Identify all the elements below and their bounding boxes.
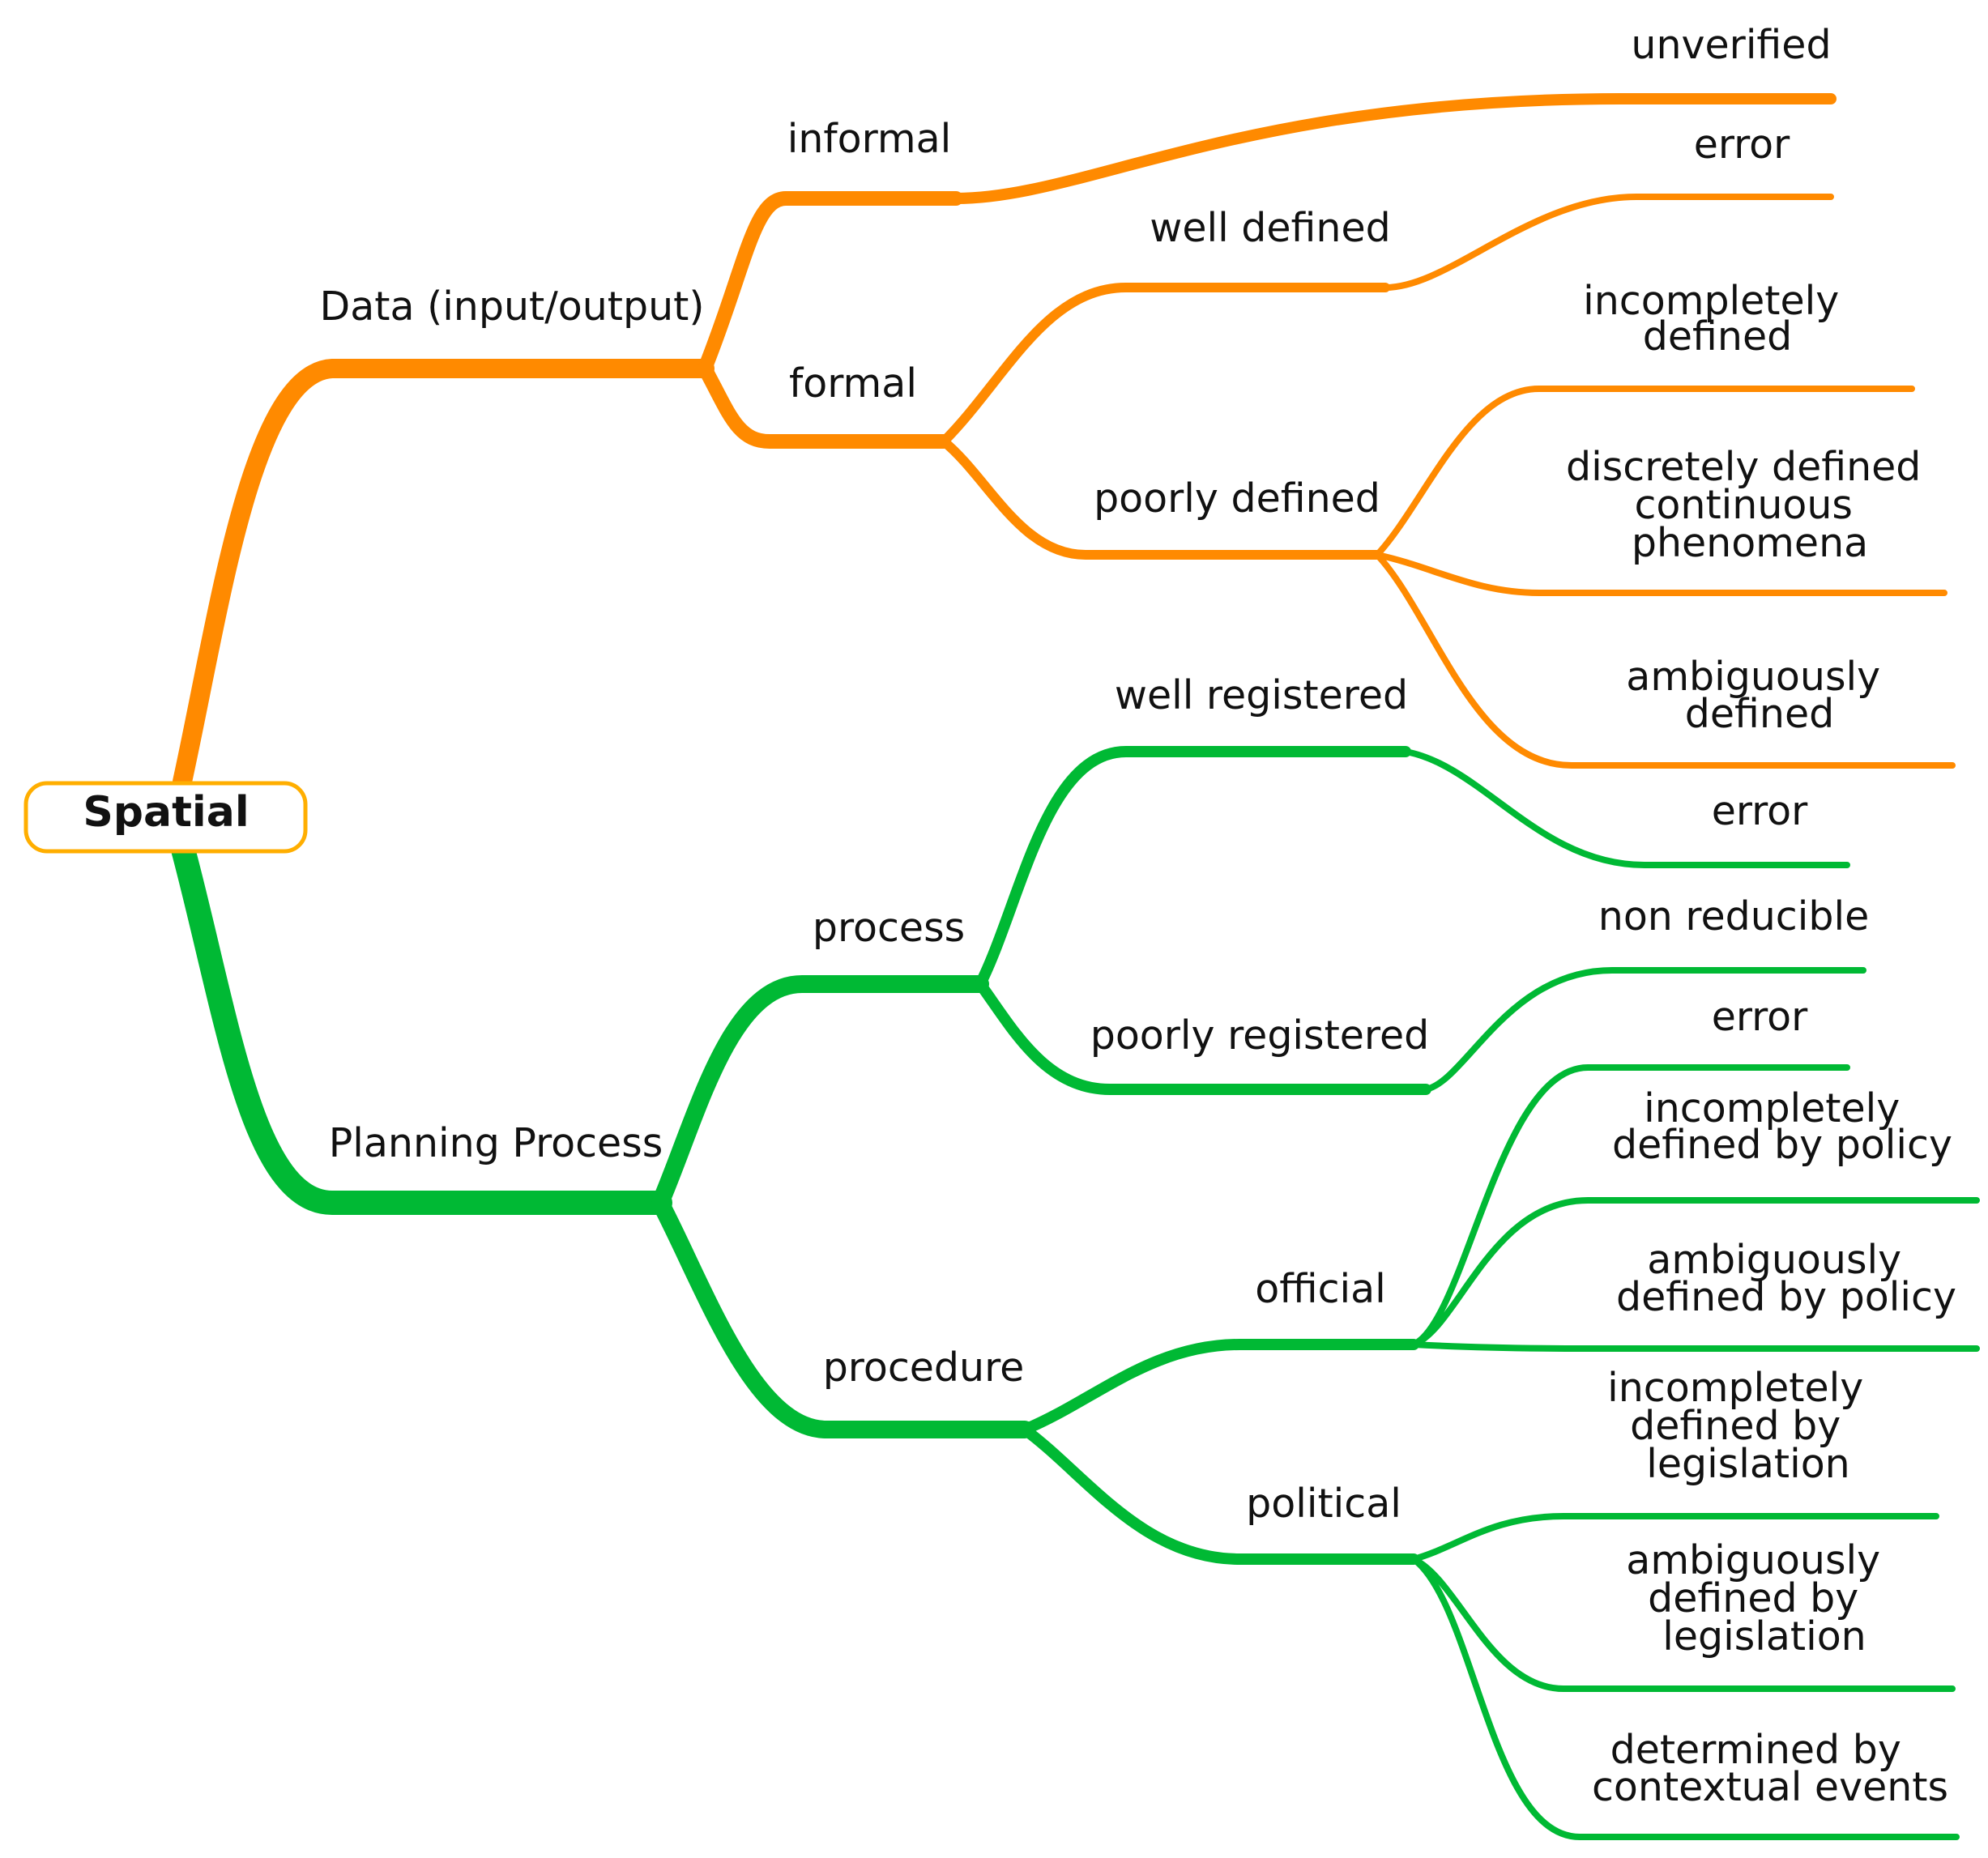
connector-planning-to-procedure [651, 1194, 1034, 1438]
data-input-output-label: Data (input/output) [320, 283, 705, 330]
connector-well-defined-to-error [1382, 194, 1834, 291]
well-defined-label: well defined [1150, 205, 1390, 251]
connector-poorly-to-incompletely [1374, 386, 1915, 558]
non-reducible-label: non reducible [1598, 893, 1869, 940]
planning-branch-connectors [170, 746, 1980, 1840]
ambiguously-policy-label: ambiguously defined by policy [1616, 1237, 1956, 1320]
connector-formal-to-well-defined [939, 283, 1390, 446]
data-branch-connectors [173, 93, 1956, 791]
connector-formal-to-poorly-defined [939, 437, 1382, 560]
political-label: political [1246, 1481, 1401, 1527]
error-label-well-defined: error [1694, 121, 1790, 168]
planning-branch-labels: Planning Process process well registered… [329, 672, 1956, 1810]
connector-poorly-registered-to-non-reducible [1423, 967, 1866, 1093]
connector-political-to-incompletely-legislation [1410, 1513, 1939, 1562]
connector-official-to-below [1410, 1341, 1980, 1352]
connector-planning-to-process [651, 975, 989, 1212]
official-label: official [1255, 1266, 1386, 1312]
connector-poorly-to-ambiguously [1374, 552, 1956, 769]
connector-process-to-poorly-registered [975, 978, 1431, 1095]
poorly-defined-label: poorly defined [1094, 475, 1380, 522]
root-node-label: Spatial [83, 788, 249, 837]
connector-political-to-ambiguously-legislation [1410, 1556, 1956, 1692]
incompletely-defined-label: incompletely defined [1583, 278, 1852, 360]
connector-procedure-to-official [1019, 1339, 1419, 1435]
unverified-label: unverified [1631, 22, 1831, 68]
data-branch-labels: Data (input/output) informal unverified … [320, 22, 1934, 737]
contextual-events-label: determined by contextual events [1592, 1727, 1948, 1810]
connector-official-to-incompletely-policy [1410, 1064, 1850, 1348]
connector-data-to-informal [698, 191, 963, 376]
formal-label: formal [789, 360, 917, 407]
root-node[interactable]: Spatial [23, 781, 308, 854]
procedure-label: procedure [823, 1344, 1025, 1391]
ambiguously-defined-label: ambiguously defined [1626, 654, 1892, 737]
connector-informal-to-unverified [950, 93, 1837, 204]
discretely-defined-label: discretely defined continuous phenomena [1566, 444, 1934, 566]
incompletely-legislation-label: incompletely defined by legislation [1607, 1365, 1876, 1487]
connector-root-to-planning [170, 834, 672, 1215]
error-label-well-registered: error [1712, 788, 1808, 834]
connector-process-to-well-registered [975, 746, 1411, 990]
ambiguously-legislation-label: ambiguously defined by legislation [1626, 1537, 1892, 1660]
informal-label: informal [787, 116, 952, 162]
connector-procedure-to-political [1019, 1424, 1419, 1565]
connector-political-to-contextual [1410, 1556, 1960, 1840]
connector-well-registered-to-error [1402, 748, 1850, 868]
well-registered-label: well registered [1115, 672, 1408, 718]
planning-process-label: Planning Process [329, 1120, 663, 1166]
process-label: process [813, 905, 965, 951]
root-node-box [23, 781, 308, 854]
incompletely-policy-label: incompletely defined by policy [1612, 1085, 1952, 1168]
connector-official-to-ambiguously-policy [1410, 1197, 1980, 1348]
connector-root-to-data [173, 359, 715, 791]
connector-poorly-to-discretely [1374, 552, 1947, 596]
poorly-registered-label: poorly registered [1090, 1012, 1430, 1059]
error-label-poorly-registered: error [1712, 994, 1808, 1040]
connector-data-to-formal [698, 361, 951, 449]
